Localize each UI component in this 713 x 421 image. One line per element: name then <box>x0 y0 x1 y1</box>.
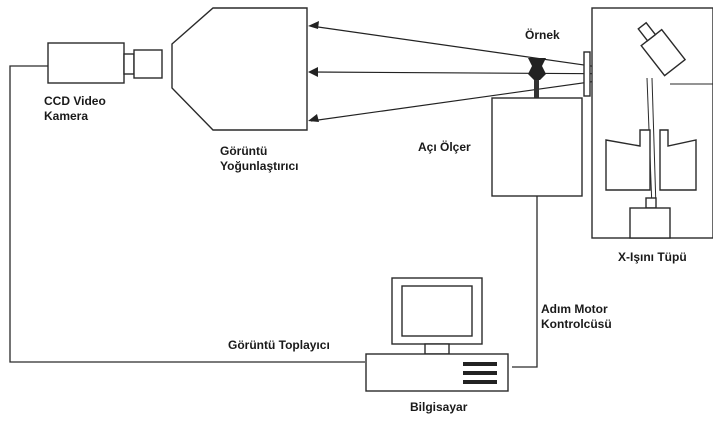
sample-crystal <box>528 58 546 80</box>
beam-middle-arrowhead <box>308 67 318 77</box>
sample <box>528 58 546 98</box>
monitor-screen <box>401 285 473 337</box>
beam-upper <box>310 25 648 75</box>
sample-rod <box>534 80 539 98</box>
drive-bay-2 <box>463 371 497 375</box>
camera-lens <box>133 49 163 79</box>
camera-to-computer-cable <box>9 65 365 363</box>
xray-beams <box>308 21 648 122</box>
frame-grabber-label-text: Görüntü Toplayıcı <box>228 338 330 352</box>
ccd-video-camera <box>47 42 163 84</box>
goniometer-label-text: Açı Ölçer <box>418 140 471 154</box>
xray-tube <box>591 7 713 239</box>
sample-label-text: Örnek <box>525 28 560 42</box>
stepper-controller-label-line-2: Kontrolcüsü <box>541 317 612 331</box>
beam-upper-arrowhead <box>308 21 319 29</box>
xray-tube-label-text: X-Işını Tüpü <box>618 250 687 264</box>
camera-lens-mount <box>123 53 135 75</box>
image-intensifier-label-line-1: Görüntü <box>220 144 268 158</box>
cathode-connector <box>645 197 657 209</box>
computer-label-text: Bilgisayar <box>410 400 468 414</box>
xray-tube-label: X-Işını Tüpü <box>618 250 687 265</box>
anode-stem <box>637 21 657 42</box>
goniometer <box>491 97 583 197</box>
computer <box>365 277 509 392</box>
electrode-left <box>605 129 651 191</box>
beam-lower-arrowhead <box>308 114 319 122</box>
beam-middle <box>310 71 648 75</box>
beam-lower <box>310 73 648 122</box>
electron-beam-right <box>651 77 657 209</box>
electrode-right <box>659 129 697 191</box>
monitor-stand <box>424 343 450 355</box>
sample-label: Örnek <box>525 28 560 43</box>
image-intensifier <box>171 7 308 131</box>
camera-body <box>47 42 125 84</box>
ccd-camera-label-line-1: CCD Video <box>44 94 106 108</box>
goniometer-label: Açı Ölçer <box>418 140 471 155</box>
beam-window <box>583 51 591 97</box>
computer-label: Bilgisayar <box>410 400 467 415</box>
cathode-block <box>629 207 671 239</box>
stepper-controller-label-line-1: Adım Motor <box>541 302 608 316</box>
image-intensifier-label-line-2: Yoğunlaştırıcı <box>220 159 299 173</box>
drive-bay-3 <box>463 380 497 384</box>
stepper-controller-label: Adım Motor Kontrolcüsü <box>541 302 612 332</box>
goniometer-to-computer-cable <box>512 196 538 368</box>
drive-bay-1 <box>463 362 497 366</box>
frame-grabber-label: Görüntü Toplayıcı <box>228 338 330 353</box>
ccd-camera-label-line-2: Kamera <box>44 109 89 123</box>
image-intensifier-label: Görüntü Yoğunlaştırıcı <box>220 144 298 174</box>
ccd-camera-label: CCD Video Kamera <box>44 94 106 124</box>
